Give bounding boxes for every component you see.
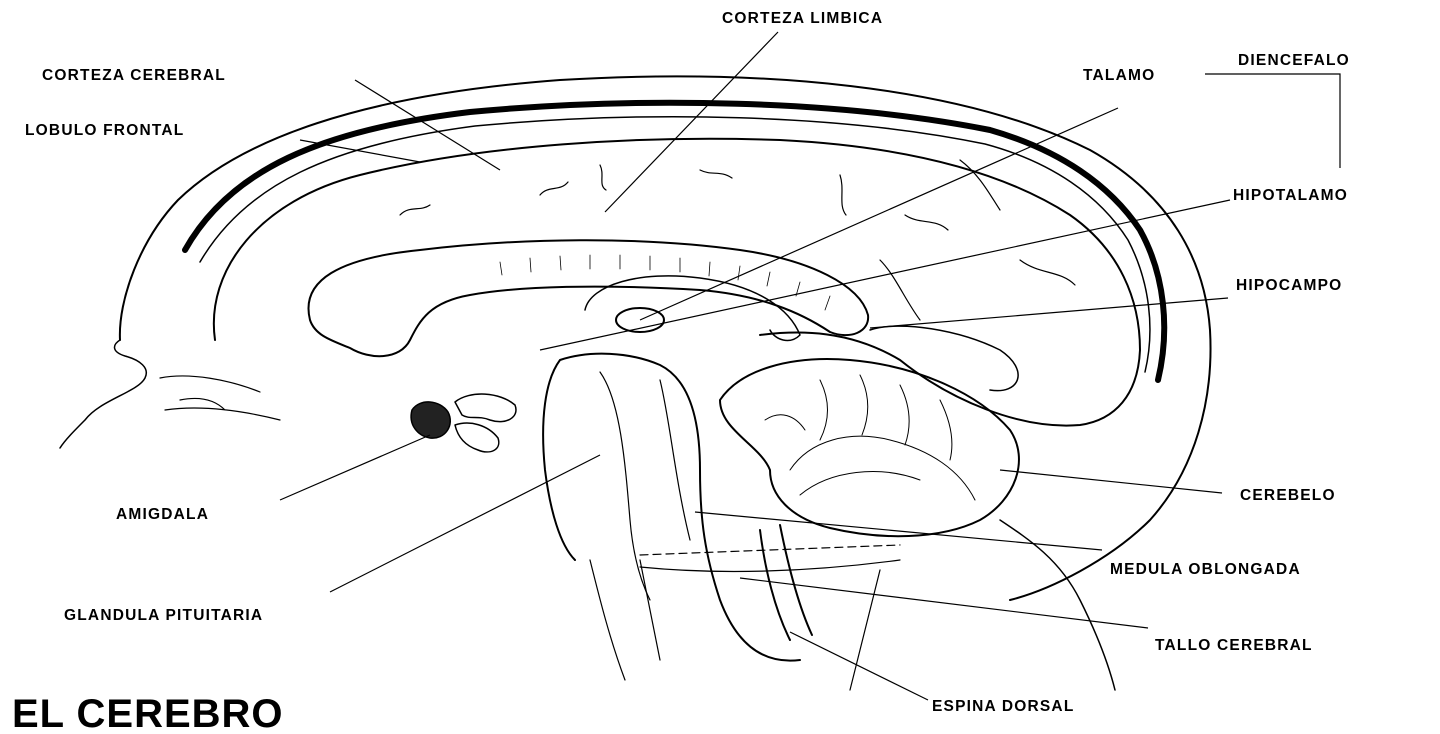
label-amigdala: AMIGDALA (116, 506, 209, 523)
label-glandula-pituitaria: GLANDULA PITUITARIA (64, 607, 263, 624)
leader-talamo (640, 108, 1118, 320)
label-hipocampo: HIPOCAMPO (1236, 277, 1342, 294)
leader-amigdala (280, 435, 430, 500)
leader-lines (280, 32, 1340, 700)
label-diencefalo: DIENCEFALO (1238, 52, 1350, 69)
hippocampus-shape (870, 326, 1018, 391)
cerebral-hemisphere (214, 139, 1140, 426)
leader-tallo-cerebral (740, 578, 1148, 628)
corpus-callosum (308, 240, 868, 356)
leader-corteza-limbica (605, 32, 778, 212)
cerebellum-folia (765, 375, 975, 500)
pituitary-shape (455, 394, 516, 422)
label-hipotalamo: HIPOTALAMO (1233, 187, 1348, 204)
spinal-cord (760, 525, 812, 640)
neck-front (590, 560, 880, 690)
label-espina-dorsal: ESPINA DORSAL (932, 698, 1074, 715)
diencefalo-bracket (1205, 74, 1340, 168)
amygdala-detail (455, 423, 499, 452)
face-profile (60, 340, 146, 448)
labels: CORTEZA LIMBICA CORTEZA CEREBRAL LOBULO … (12, 10, 1350, 734)
leader-medula-oblongada (695, 512, 1102, 550)
amygdala-shape (411, 402, 450, 438)
leader-espina-dorsal (790, 632, 928, 700)
dashed-section (640, 545, 900, 555)
diagram-title: EL CEREBRO (12, 692, 284, 734)
callosum-hatching (500, 255, 830, 310)
brainstem (543, 354, 800, 661)
leader-cerebelo (1000, 470, 1222, 493)
brainstem-inner (600, 372, 690, 600)
leader-hipocampo (870, 298, 1228, 328)
skull-inner-line (200, 117, 1150, 372)
skull-band (185, 103, 1164, 380)
label-corteza-cerebral: CORTEZA CEREBRAL (42, 67, 226, 84)
label-medula-oblongada: MEDULA OBLONGADA (1110, 561, 1301, 578)
label-lobulo-frontal: LOBULO FRONTAL (25, 122, 184, 139)
skull-outline (120, 76, 1211, 600)
cerebellum-shape (720, 359, 1019, 536)
leader-glandula-pituitaria (330, 455, 600, 592)
nose-detail (160, 376, 280, 420)
label-cerebelo: CEREBELO (1240, 487, 1336, 504)
brain-illustration (60, 76, 1211, 690)
label-talamo: TALAMO (1083, 67, 1155, 84)
fornix (585, 276, 800, 341)
label-corteza-limbica: CORTEZA LIMBICA (722, 10, 883, 27)
leader-lobulo-frontal (300, 140, 420, 162)
label-tallo-cerebral: TALLO CEREBRAL (1155, 637, 1313, 654)
neck-base (640, 560, 900, 571)
